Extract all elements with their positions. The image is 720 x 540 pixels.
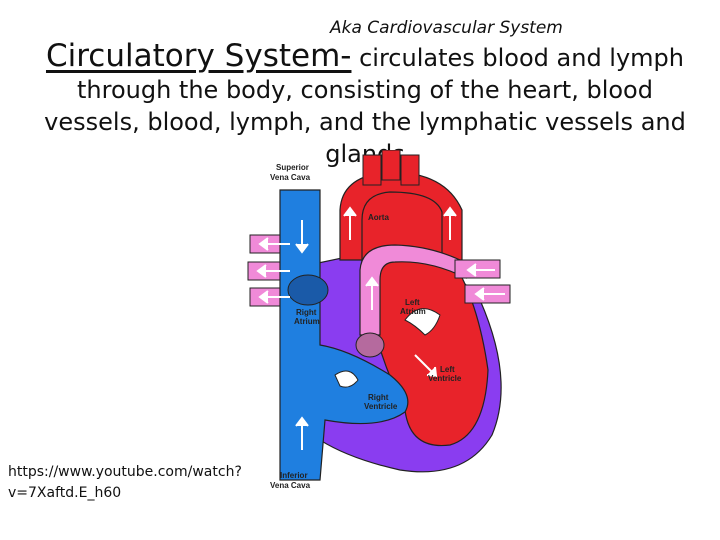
slide-subtitle: Aka Cardiovascular System	[330, 18, 563, 38]
label-superior-vena-cava-1: Superior	[276, 163, 309, 172]
label-right-atrium-2: Atrium	[294, 317, 320, 326]
aortic-branch-3	[400, 154, 420, 186]
label-left-ventricle-2: Ventricle	[428, 374, 462, 383]
right-atrium-valve	[287, 274, 329, 306]
label-inferior-vena-cava-2: Vena Cava	[270, 481, 311, 490]
flow-arrows	[256, 206, 505, 450]
label-left-atrium-2: Atrium	[400, 307, 426, 316]
label-inferior-vena-cava-1: Inferior	[280, 471, 308, 480]
label-right-ventricle-1: Right	[368, 393, 389, 402]
label-left-ventricle-1: Left	[440, 365, 455, 374]
label-left-atrium-1: Left	[405, 298, 420, 307]
headline-term: Circulatory System-	[45, 38, 352, 74]
vena-cava	[279, 189, 409, 481]
aortic-branch-2	[381, 150, 401, 181]
source-link[interactable]: https://www.youtube.com/watch?v=7Xaftd.E…	[8, 464, 242, 501]
label-right-atrium-1: Right	[296, 308, 317, 317]
heart-diagram: Superior Vena Cava Aorta Left Atrium Rig…	[247, 150, 511, 490]
right-ventricle-valve	[334, 370, 359, 388]
left-atrium-valve	[404, 308, 441, 336]
pulmonary-valve	[355, 332, 385, 358]
aortic-branch-1	[362, 154, 382, 186]
label-superior-vena-cava-2: Vena Cava	[270, 173, 311, 182]
label-right-ventricle-2: Ventricle	[364, 402, 398, 411]
label-aorta: Aorta	[368, 213, 389, 222]
